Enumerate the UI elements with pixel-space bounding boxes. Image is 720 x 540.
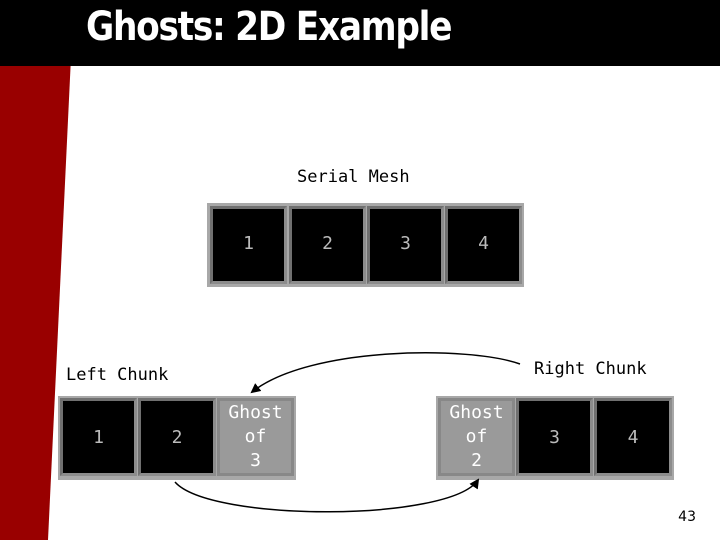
title-bar: Ghosts: 2D Example xyxy=(0,0,720,66)
serial-mesh-cell: 3 xyxy=(367,206,444,284)
ghost-text-line: of xyxy=(465,426,488,447)
ghost-text-line: of xyxy=(244,426,267,447)
right-chunk-label: Right Chunk xyxy=(534,359,647,379)
ghost-text-line: Ghost xyxy=(449,402,504,423)
serial-mesh-label: Serial Mesh xyxy=(297,167,410,187)
right-ghost-cell: Ghost of 2 xyxy=(438,398,515,476)
serial-mesh-cell: 4 xyxy=(445,206,522,284)
left-chunk-cell: 1 xyxy=(60,398,137,476)
left-chunk-cell: 2 xyxy=(138,398,216,476)
arrow-2-to-right-ghost xyxy=(174,478,480,513)
left-chunk-label: Left Chunk xyxy=(66,365,169,385)
slide-title: Ghosts: 2D Example xyxy=(86,4,453,50)
left-ghost-cell: Ghost of 3 xyxy=(217,398,294,476)
right-chunk-cell: 3 xyxy=(516,398,593,476)
ghost-text-line: 2 xyxy=(471,450,482,471)
serial-mesh-cell: 2 xyxy=(289,206,366,284)
ghost-text-line: 3 xyxy=(250,450,261,471)
serial-mesh-cell: 1 xyxy=(210,206,287,284)
right-chunk-cell: 4 xyxy=(594,398,672,476)
arrow-3-to-left-ghost xyxy=(250,352,521,394)
ghost-text-line: Ghost xyxy=(228,402,283,423)
page-number: 43 xyxy=(678,509,696,525)
